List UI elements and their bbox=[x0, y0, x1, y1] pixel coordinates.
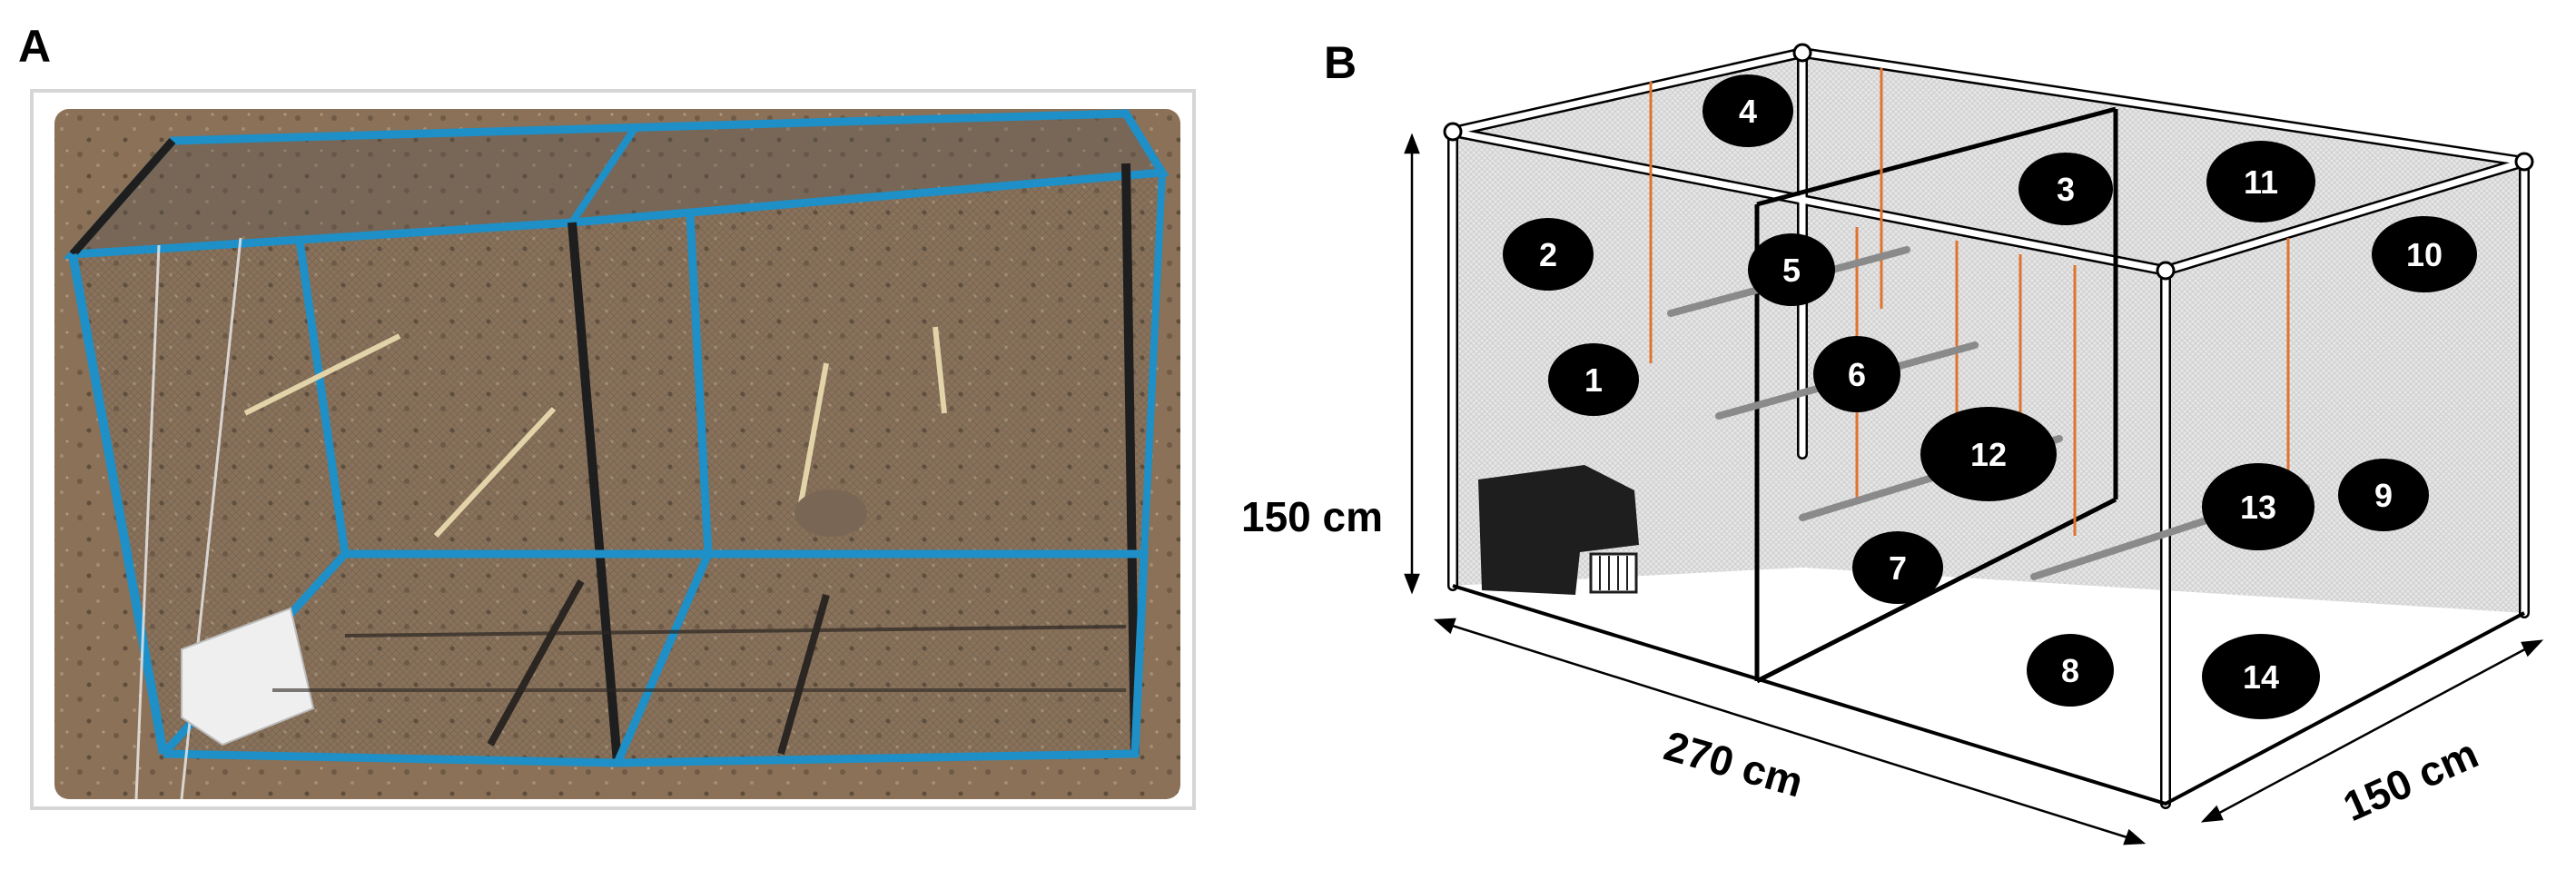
marker-7: 7 bbox=[1852, 531, 1943, 604]
marker-6: 6 bbox=[1813, 336, 1900, 412]
svg-text:3: 3 bbox=[2057, 171, 2075, 208]
floor bbox=[1453, 568, 2524, 804]
svg-text:8: 8 bbox=[2061, 652, 2079, 689]
marker-1: 1 bbox=[1548, 343, 1639, 416]
svg-text:7: 7 bbox=[1889, 549, 1907, 587]
svg-text:14: 14 bbox=[2243, 658, 2279, 696]
marker-2: 2 bbox=[1503, 218, 1594, 291]
svg-text:12: 12 bbox=[1970, 436, 2007, 473]
panel-letter-a: A bbox=[18, 21, 52, 72]
svg-text:11: 11 bbox=[2244, 163, 2278, 201]
cage-photo bbox=[63, 109, 1170, 800]
svg-text:1: 1 bbox=[1584, 361, 1603, 399]
depth-dimension-label: 150 cm bbox=[2336, 729, 2485, 830]
cage-diagram: 150 cm 270 cm 150 cm 1 2 3 4 5 6 7 8 9 1… bbox=[1241, 43, 2544, 845]
length-dimension-label: 270 cm bbox=[1659, 722, 1808, 806]
svg-text:4: 4 bbox=[1739, 93, 1757, 130]
svg-text:10: 10 bbox=[2406, 236, 2443, 273]
photo-panel bbox=[30, 89, 1196, 810]
marker-3: 3 bbox=[2018, 153, 2113, 225]
marker-11: 11 bbox=[2206, 141, 2315, 222]
marker-13: 13 bbox=[2202, 463, 2314, 550]
nest-box bbox=[1478, 465, 1639, 595]
svg-text:5: 5 bbox=[1782, 252, 1801, 289]
marker-8: 8 bbox=[2027, 634, 2114, 707]
marker-5: 5 bbox=[1748, 233, 1835, 306]
panel-letter-b: B bbox=[1324, 37, 1357, 88]
marker-9: 9 bbox=[2338, 459, 2429, 531]
svg-text:6: 6 bbox=[1848, 356, 1866, 393]
svg-text:2: 2 bbox=[1539, 236, 1557, 273]
marker-10: 10 bbox=[2372, 216, 2477, 292]
floor-edge bbox=[1452, 584, 2525, 806]
marker-12: 12 bbox=[1920, 407, 2057, 501]
frame-joints bbox=[1443, 43, 2534, 281]
marker-4: 4 bbox=[1703, 74, 1793, 147]
marker-14: 14 bbox=[2202, 634, 2320, 719]
svg-text:13: 13 bbox=[2240, 489, 2276, 526]
svg-text:9: 9 bbox=[2374, 477, 2393, 514]
dimension-arrows bbox=[1404, 133, 2544, 845]
height-dimension-label: 150 cm bbox=[1241, 493, 1383, 540]
position-markers: 1 2 3 4 5 6 7 8 9 10 11 12 13 14 bbox=[1503, 74, 2477, 719]
